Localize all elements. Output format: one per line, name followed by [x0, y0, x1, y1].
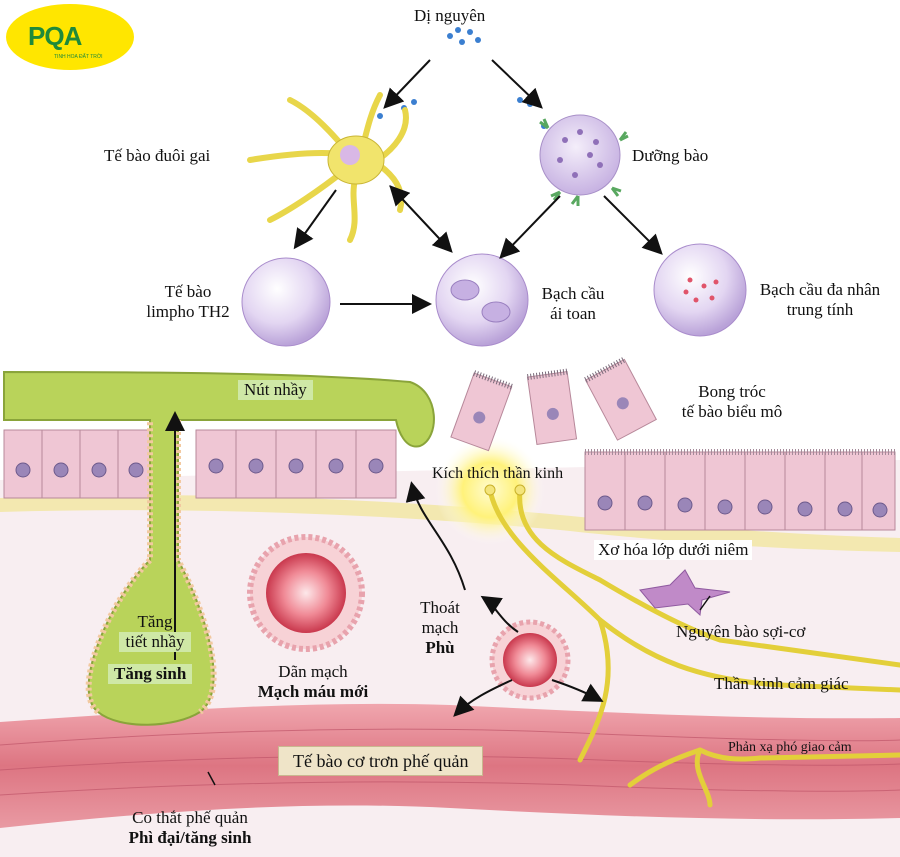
label-eosinophil-line2: ái toan	[550, 304, 596, 323]
label-th2-line1: Tế bào	[164, 282, 212, 301]
label-mucus-line1: Tăng	[137, 612, 173, 631]
dilated-vessel	[247, 534, 365, 652]
right-epithelium	[584, 449, 896, 531]
shed-epithelial-cells	[450, 356, 658, 452]
eosinophil	[435, 253, 529, 347]
label-th2-line2: limpho TH2	[146, 302, 230, 321]
label-eosinophil-line1: Bạch cầu	[541, 284, 605, 303]
label-th2: Tế bào limpho TH2	[138, 282, 238, 322]
label-edema: Phù	[425, 638, 455, 657]
label-neutrophil: Bạch cầu đa nhân trung tính	[750, 280, 890, 320]
label-hyperplasia: Tăng sinh	[108, 664, 193, 684]
label-mucus-line2: tiết nhầy	[119, 632, 191, 652]
neutrophil	[653, 243, 747, 337]
th2-lymphocyte	[241, 257, 331, 347]
label-myofibroblast: Nguyên bào sợi-cơ	[676, 622, 806, 641]
label-shedding-line1: Bong tróc	[698, 382, 766, 401]
label-cholinergic-reflex: Phản xạ phó giao cảm	[728, 740, 852, 755]
label-bronchoconstriction: Co thắt phế quản	[132, 808, 248, 827]
label-epithelial-shedding: Bong tróc tế bào biểu mô	[662, 382, 802, 422]
label-mucus-plug: Nút nhầy	[238, 380, 313, 400]
label-eosinophil: Bạch cầu ái toan	[530, 284, 616, 324]
brand-logo: PQA TINH HOA ĐẤT TRỜI	[6, 4, 134, 70]
label-leak-line1: Thoát	[420, 598, 460, 617]
label-new-vessels: Mạch máu mới	[257, 682, 369, 701]
mucus-gland	[3, 370, 435, 726]
label-neutrophil-line2: trung tính	[786, 300, 854, 319]
myofibroblast-cell	[639, 569, 731, 617]
label-nerve-stimulation: Kích thích thần kinh	[432, 465, 564, 482]
dendritic-cell	[247, 92, 409, 243]
mast-cell	[539, 114, 629, 206]
label-vascular: Dãn mạch Mạch máu mới	[238, 662, 388, 702]
logo-tagline: TINH HOA ĐẤT TRỜI	[54, 54, 103, 60]
label-subepithelial-fibrosis: Xơ hóa lớp dưới niêm	[594, 540, 753, 560]
label-leakage: Thoát mạch Phù	[410, 598, 470, 658]
label-sensory-nerve: Thần kinh cảm giác	[714, 674, 849, 693]
label-neutrophil-line1: Bạch cầu đa nhân	[759, 280, 881, 299]
label-antigen: Dị nguyên	[414, 6, 486, 25]
label-mast-cell: Dưỡng bào	[632, 146, 709, 165]
label-vasodilation: Dãn mạch	[278, 662, 348, 681]
label-mucus-secretion: Tăng tiết nhầy	[92, 612, 218, 652]
label-leak-line2: mạch	[421, 618, 459, 637]
label-bronchoconstriction-group: Co thắt phế quản Phì đại/tăng sinh	[100, 808, 280, 848]
antigen-particles	[377, 27, 547, 129]
label-smooth-muscle: Tế bào cơ trơn phế quản	[278, 746, 484, 776]
left-epithelium	[3, 429, 397, 499]
label-dendritic-cell: Tế bào đuôi gai	[104, 146, 211, 165]
pathway-arrows	[293, 59, 663, 717]
leaking-vessel	[489, 619, 571, 701]
label-shedding-line2: tế bào biểu mô	[681, 402, 783, 421]
label-hypertrophy: Phì đại/tăng sinh	[128, 828, 252, 847]
logo-wordmark: PQA	[28, 21, 82, 51]
